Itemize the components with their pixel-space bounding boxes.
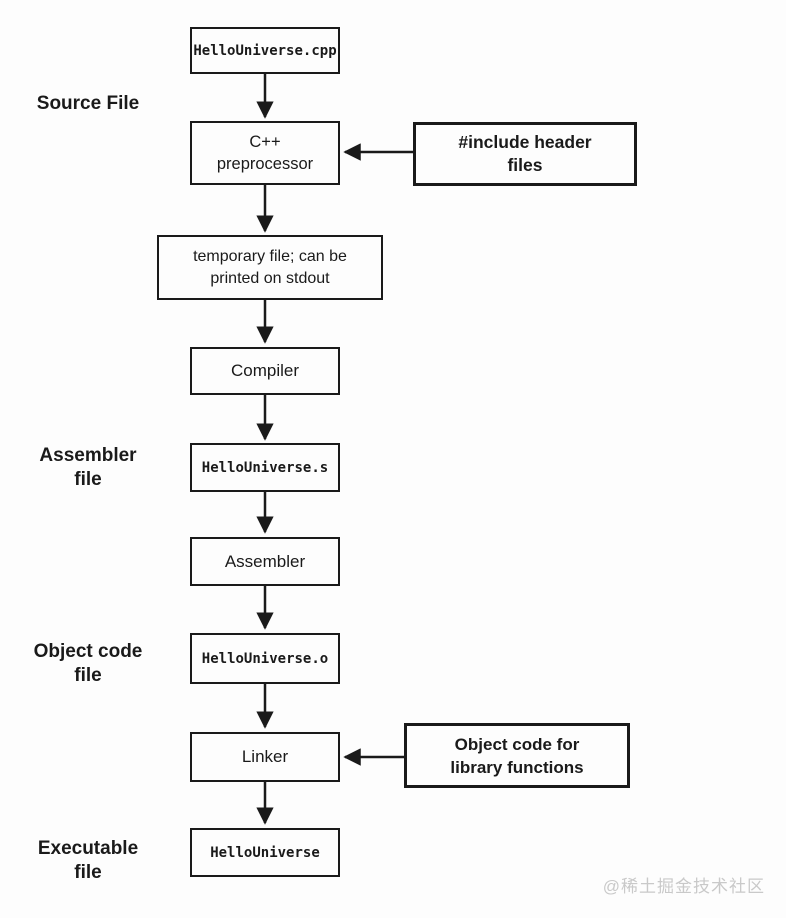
node-temp-file: temporary file; can be printed on stdout xyxy=(157,235,383,300)
node-preprocessor: C++ preprocessor xyxy=(190,121,340,185)
node-library-objects: Object code for library functions xyxy=(404,723,630,788)
node-compiler: Compiler xyxy=(190,347,340,395)
node-include-headers: #include header files xyxy=(413,122,637,186)
node-source-file: HelloUniverse.cpp xyxy=(190,27,340,74)
stage-label-object-code-file: Object code file xyxy=(33,641,143,686)
stage-label-assembler-file: Assembler file xyxy=(39,445,137,490)
node-executable: HelloUniverse xyxy=(190,828,340,877)
node-object-file: HelloUniverse.o xyxy=(190,633,340,684)
stage-label-executable-file: Executable file xyxy=(37,838,139,883)
stage-label-source-file: Source File xyxy=(36,93,140,114)
watermark: @稀土掘金技术社区 xyxy=(602,877,765,896)
node-assembly-file: HelloUniverse.s xyxy=(190,443,340,492)
node-linker: Linker xyxy=(190,732,340,782)
node-assembler: Assembler xyxy=(190,537,340,586)
